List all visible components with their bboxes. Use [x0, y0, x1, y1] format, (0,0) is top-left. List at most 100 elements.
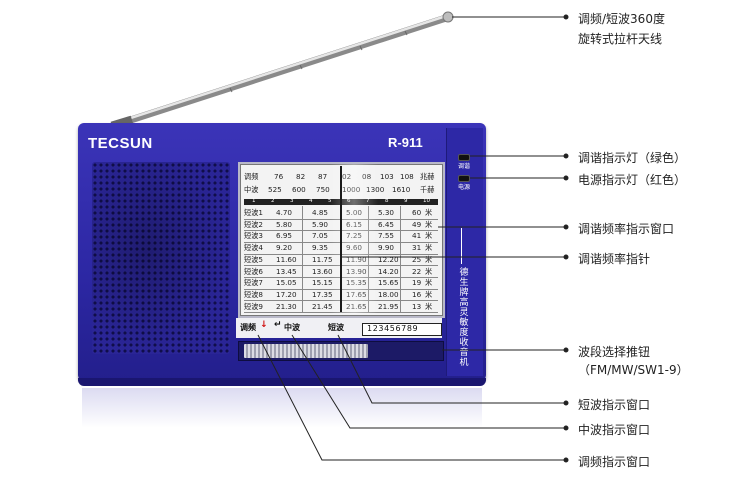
sw-frequency-value: 5.80 — [276, 219, 293, 229]
sw-band-label: 短波8 — [244, 289, 263, 299]
fm-band-label: 调频 — [244, 172, 259, 181]
mw-tick: 750 — [316, 185, 330, 194]
sw-frequency-value: 5.00 — [346, 208, 362, 217]
dial-divider — [400, 206, 401, 312]
sw-band-label: 短波4 — [244, 243, 263, 253]
sw-frequency-value: 7.25 — [346, 231, 362, 240]
sw-frequency-value: 14.20 — [378, 266, 399, 276]
sw-meter-value: 22 — [412, 266, 422, 276]
sw-band-label: 短波9 — [244, 301, 263, 311]
brand-logo: TECSUN — [88, 135, 153, 152]
sw-band-numbers: 123456789 — [367, 324, 419, 333]
band-selector-slider[interactable] — [244, 344, 368, 358]
dial-glare — [330, 164, 378, 314]
sw-meter-value: 25 — [412, 254, 422, 264]
sw-frequency-value: 13.60 — [312, 266, 333, 276]
tuning-pointer — [340, 166, 342, 312]
sw-frequency-value: 9.35 — [312, 243, 329, 253]
sw-indicator-window: 123456789 — [362, 323, 442, 336]
sw-meter-unit: 米 — [425, 231, 433, 241]
fm-indicator-label: 调频 — [240, 323, 256, 332]
power-led-annotation: 电源指示灯（红色） — [578, 173, 687, 187]
sw-frequency-value: 17.65 — [346, 290, 367, 299]
shortwave-row-divider — [244, 312, 438, 314]
tuning-dial-window: 调频 76 82 87 02 08 103 108 兆赫 中波 525 600 … — [238, 162, 445, 318]
sw-frequency-value: 4.70 — [276, 208, 293, 217]
sw-frequency-value: 9.20 — [276, 243, 293, 253]
sw-frequency-value: 12.20 — [378, 254, 399, 264]
sw-frequency-value: 11.90 — [346, 255, 367, 264]
sw-frequency-value: 21.65 — [346, 302, 367, 311]
tuning-led-annotation: 调谐指示灯（绿色） — [578, 151, 687, 165]
sw-meter-unit: 米 — [425, 208, 433, 217]
sw-meter-unit: 米 — [425, 254, 433, 264]
sw-frequency-value: 6.15 — [346, 220, 362, 229]
sw-meter-value: 19 — [412, 278, 422, 288]
fm-tick: 76 — [274, 172, 284, 181]
sw-frequency-value: 18.00 — [378, 289, 399, 299]
scale-mark: 8 — [385, 198, 389, 204]
tuning-led-label: 调谐 — [458, 163, 471, 170]
sw-frequency-value: 21.95 — [378, 301, 399, 311]
sw-frequency-value: 11.75 — [312, 254, 333, 264]
sw-frequency-value: 7.05 — [312, 231, 329, 241]
sw-meter-value: 16 — [412, 289, 422, 299]
sw-meter-unit: 米 — [425, 219, 433, 229]
sw-frequency-value: 6.45 — [378, 219, 395, 229]
sw-frequency-value: 15.35 — [346, 278, 367, 287]
dial-divider — [302, 206, 303, 312]
sw-frequency-value: 9.90 — [378, 243, 395, 253]
mw-indicator-label: 中波 — [284, 323, 300, 332]
scale-mark: 4 — [309, 198, 313, 204]
mw-tick: 525 — [268, 185, 282, 194]
sw-frequency-value: 15.15 — [312, 278, 333, 288]
sw-frequency-value: 5.90 — [312, 219, 329, 229]
speaker-shade — [92, 162, 230, 354]
sw-frequency-value: 11.60 — [276, 254, 297, 264]
power-led — [458, 175, 470, 182]
sw-frequency-value: 15.65 — [378, 278, 399, 288]
band-slider-annotation-line2: （FM/MW/SW1-9） — [578, 363, 689, 377]
sw-band-label: 短波2 — [244, 219, 263, 229]
mw-indicator-arrow: ↵ — [274, 320, 282, 330]
sw-band-label: 短波1 — [244, 208, 263, 217]
sw-frequency-value: 13.45 — [276, 266, 297, 276]
mw-unit: 千赫 — [420, 185, 435, 194]
band-indicator-strip: 调频 ↓ ↵ 中波 短波 123456789 — [236, 318, 442, 338]
fm-tick: 103 — [380, 172, 394, 181]
scale-mark: 5 — [328, 198, 332, 204]
sw-frequency-value: 6.95 — [276, 231, 293, 241]
scale-mark: 1 — [252, 198, 256, 204]
sw-meter-value: 13 — [412, 301, 422, 311]
fm-tick: 08 — [362, 172, 371, 181]
fm-tick: 82 — [296, 172, 306, 181]
control-column — [446, 128, 483, 376]
power-led-label: 电源 — [458, 184, 471, 191]
antenna-annotation-line2: 旋转式拉杆天线 — [578, 32, 663, 46]
sw-frequency-value: 17.35 — [312, 289, 333, 299]
sw-band-label: 短波3 — [244, 231, 263, 241]
mw-window-annotation: 中波指示窗口 — [578, 423, 651, 437]
antenna-annotation-line1: 调频/短波360度 — [578, 12, 665, 26]
sw-frequency-value: 13.90 — [346, 267, 367, 276]
mw-tick: 1300 — [366, 185, 384, 194]
sw-window-annotation: 短波指示窗口 — [578, 398, 651, 412]
sw-meter-value: 49 — [412, 219, 422, 229]
fm-unit: 兆赫 — [420, 172, 435, 181]
radio-reflection — [82, 388, 482, 428]
sw-frequency-value: 21.45 — [312, 301, 333, 311]
sw-frequency-value: 7.55 — [378, 231, 395, 241]
mw-scale-row: 中波 525 600 750 1000 1300 1610 千赫 — [244, 185, 438, 196]
sw-frequency-value: 9.60 — [346, 243, 362, 252]
mw-tick: 1000 — [342, 185, 360, 194]
shortwave-row: 短波2 5.80 5.90 6.15 6.45 49米 — [244, 220, 438, 231]
scale-mark: 7 — [366, 198, 370, 204]
fm-tick: 87 — [318, 172, 328, 181]
